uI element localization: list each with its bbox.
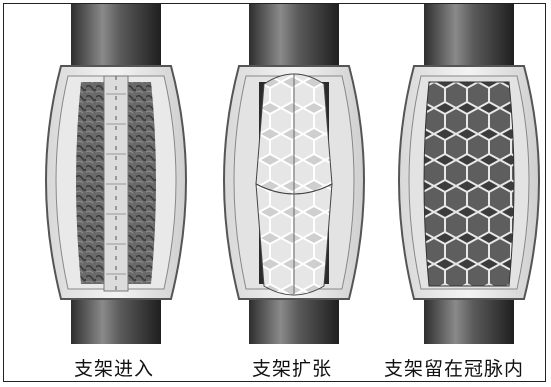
vessel-upper-segment	[71, 4, 161, 69]
stent-deployed-illustration	[379, 4, 551, 344]
deployed-stent	[424, 82, 514, 286]
panel-stent-expand: 支架扩张	[204, 4, 384, 344]
vessel-upper-segment	[424, 4, 514, 69]
vessel-upper-segment	[249, 4, 339, 69]
vessel-lower-segment	[71, 294, 161, 344]
stent-advance-illustration	[26, 4, 206, 344]
caption-stent-expand: 支架扩张	[252, 354, 332, 381]
figure-frame: 支架进入	[3, 3, 546, 382]
caption-stent-deployed: 支架留在冠脉内	[384, 354, 524, 381]
vessel-lower-segment	[424, 294, 514, 344]
panel-stent-advance: 支架进入	[26, 4, 206, 344]
vessel-lower-segment	[249, 294, 339, 344]
stent-expand-illustration	[204, 4, 384, 344]
panel-stent-deployed: 支架留在冠脉内	[379, 4, 551, 344]
caption-stent-advance: 支架进入	[74, 354, 154, 381]
